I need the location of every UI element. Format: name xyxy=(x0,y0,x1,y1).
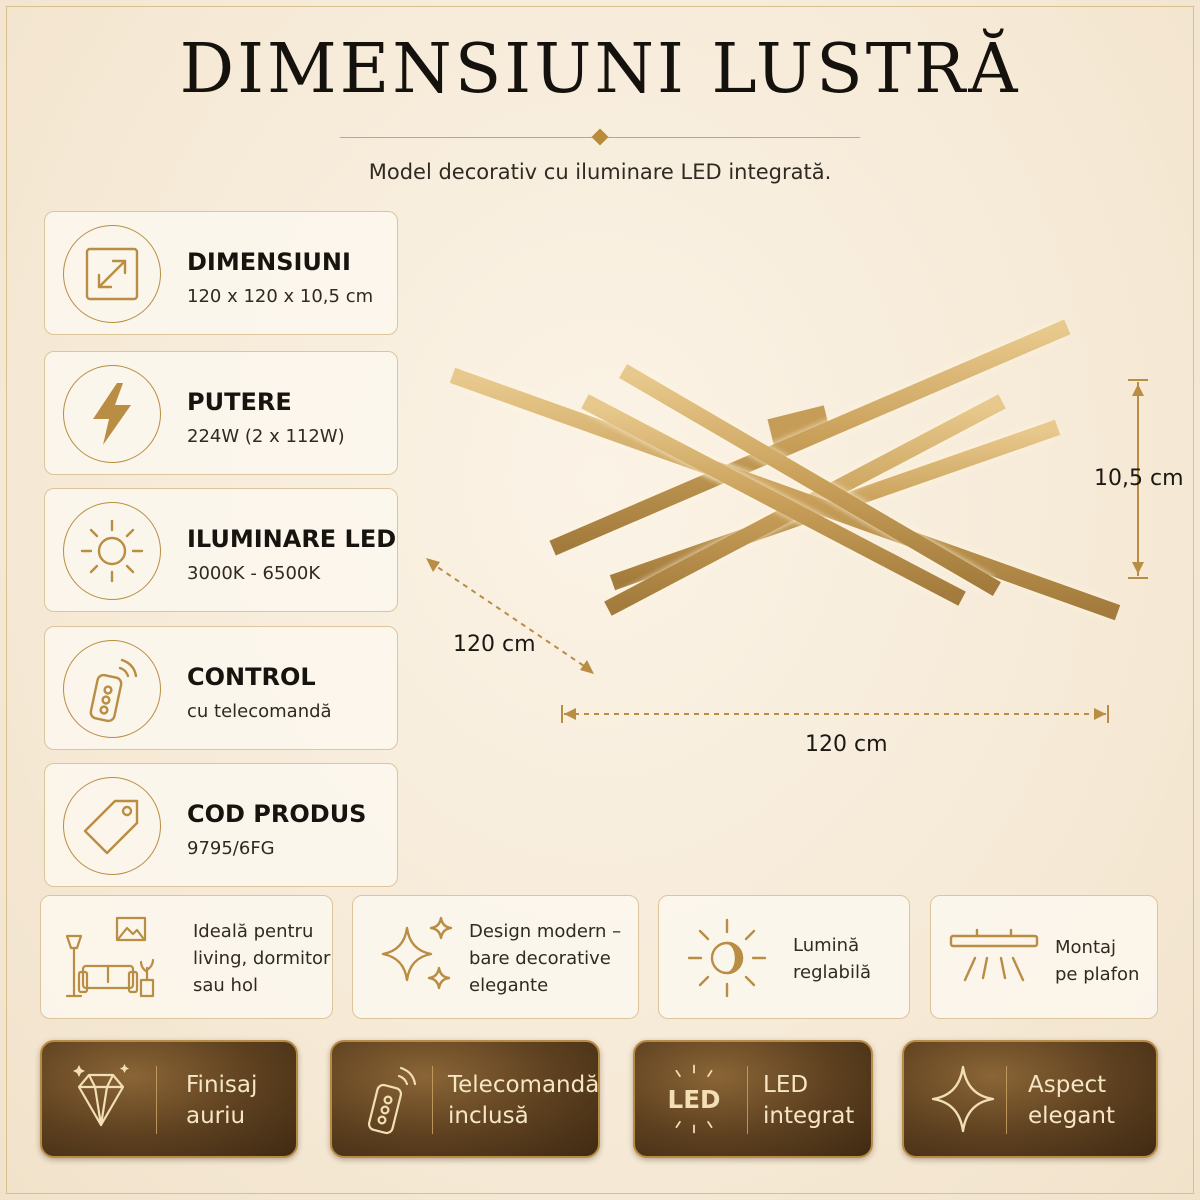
spec-label: DIMENSIUNI xyxy=(187,248,351,276)
spec-label: COD PRODUS xyxy=(187,800,367,828)
badge-separator xyxy=(1006,1066,1007,1134)
badge-text-line: Finisaj xyxy=(186,1072,258,1098)
spec-value: cu telecomandă xyxy=(187,701,332,722)
spec-label: PUTERE xyxy=(187,388,292,416)
arrow-head xyxy=(580,660,594,674)
led-bars xyxy=(449,319,1121,621)
lightning-icon xyxy=(63,365,161,463)
feature-card-mount: Montaj pe plafon xyxy=(930,895,1158,1019)
badge-separator xyxy=(747,1066,748,1134)
led-icon-text: LED xyxy=(667,1085,720,1114)
sun-icon xyxy=(63,502,161,600)
width-label: 120 cm xyxy=(805,732,888,757)
feature-text-line: bare decorative xyxy=(469,948,611,969)
feature-card-design: Design modern – bare decorative elegante xyxy=(352,895,639,1019)
living-room-icon xyxy=(65,916,155,998)
ceiling-light-icon xyxy=(949,928,1039,982)
page-title: DIMENSIUNI LUSTRĂ xyxy=(179,30,1021,109)
page-subtitle: Model decorativ cu iluminare LED integra… xyxy=(368,160,832,184)
spec-value: 9795/6FG xyxy=(187,838,275,859)
diamond-icon xyxy=(64,1062,138,1136)
feature-card-light: Lumină reglabilă xyxy=(658,895,910,1019)
height-label: 10,5 cm xyxy=(1094,466,1184,491)
badge-text-line: Telecomandă xyxy=(448,1072,600,1098)
star-icon xyxy=(926,1062,1000,1136)
depth-label: 120 cm xyxy=(453,632,536,657)
feature-text-line: Montaj xyxy=(1055,937,1117,958)
badge-text-line: LED xyxy=(763,1072,809,1098)
arrow-head xyxy=(1094,708,1106,720)
spec-card-control: CONTROL cu telecomandă xyxy=(44,626,398,750)
spec-label: ILUMINARE LED xyxy=(187,525,397,553)
badge-text-line: inclusă xyxy=(448,1103,529,1129)
spec-card-code: COD PRODUS 9795/6FG xyxy=(44,763,398,887)
remote-control-icon xyxy=(63,640,161,738)
badge-separator xyxy=(432,1066,433,1134)
feature-text-line: sau hol xyxy=(193,975,258,996)
arrow-head xyxy=(426,558,440,572)
badge-remote-included: Telecomandă inclusă xyxy=(330,1040,600,1158)
depth-dimension-line xyxy=(429,561,591,671)
spec-card-power: PUTERE 224W (2 x 112W) xyxy=(44,351,398,475)
feature-card-rooms: Ideală pentru living, dormitor sau hol xyxy=(40,895,333,1019)
badge-elegant: Aspect elegant xyxy=(902,1040,1158,1158)
badge-text-line: integrat xyxy=(763,1103,855,1129)
resize-arrows-icon xyxy=(63,225,161,323)
spec-value: 3000K - 6500K xyxy=(187,563,321,584)
badge-text-line: elegant xyxy=(1028,1103,1115,1129)
badge-text-line: auriu xyxy=(186,1103,246,1129)
spec-card-dimensions: DIMENSIUNI 120 x 120 x 10,5 cm xyxy=(44,211,398,335)
feature-text-line: elegante xyxy=(469,975,549,996)
spec-label: CONTROL xyxy=(187,663,316,691)
badge-gold-finish: Finisaj auriu xyxy=(40,1040,298,1158)
feature-text-line: pe plafon xyxy=(1055,964,1140,985)
sparkles-icon xyxy=(381,916,453,990)
badge-separator xyxy=(156,1066,157,1134)
remote-control-icon xyxy=(354,1062,428,1136)
feature-text-line: Lumină xyxy=(793,935,860,956)
feature-text-line: reglabilă xyxy=(793,962,871,983)
badge-text-line: Aspect xyxy=(1028,1072,1107,1098)
width-dimension-line xyxy=(561,705,1109,723)
led-icon: LED xyxy=(657,1062,731,1136)
feature-text-line: living, dormitor xyxy=(193,948,331,969)
spec-value: 224W (2 x 112W) xyxy=(187,426,345,447)
height-dimension-line xyxy=(1128,379,1148,579)
feature-text-line: Design modern – xyxy=(469,921,622,942)
feature-text-line: Ideală pentru xyxy=(193,921,314,942)
sun-moon-icon xyxy=(687,918,767,998)
badge-led-integrated: LED LED integrat xyxy=(633,1040,873,1158)
arrow-head xyxy=(564,708,576,720)
spec-value: 120 x 120 x 10,5 cm xyxy=(187,286,374,307)
divider-diamond-icon xyxy=(591,128,609,146)
spec-card-led: ILUMINARE LED 3000K - 6500K xyxy=(44,488,398,612)
price-tag-icon xyxy=(63,777,161,875)
chandelier-illustration xyxy=(426,319,1148,723)
